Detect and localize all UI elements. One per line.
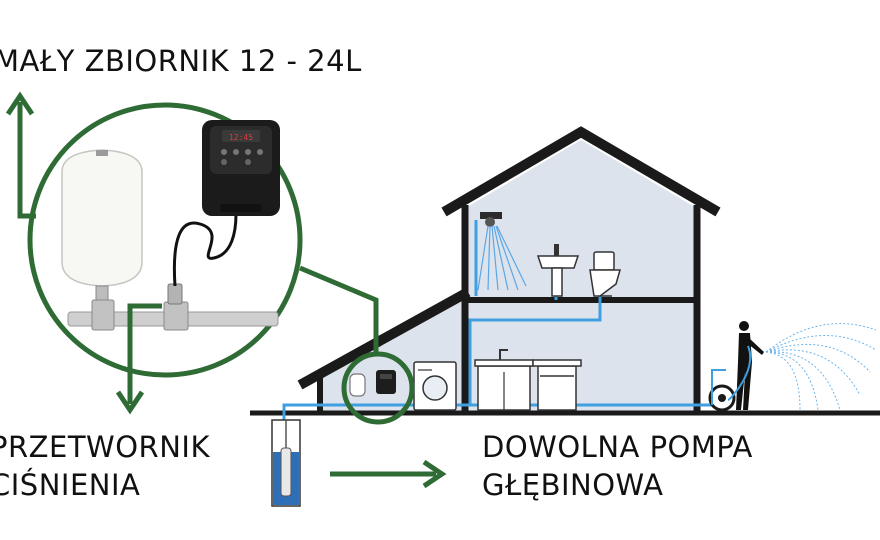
well (271, 419, 301, 507)
person-watering (727, 321, 764, 410)
tank-label-text: MAŁY ZBIORNIK 12 - 24L (0, 44, 362, 78)
pipe-assembly (67, 283, 279, 331)
kitchen-sink-cabinet (474, 349, 534, 411)
arrow-to-pump-label (330, 459, 447, 489)
arrow-to-transducer-label (115, 303, 162, 415)
transducer-label: PRZETWORNIK CIŚNIENIA (0, 428, 210, 504)
pump-label: DOWOLNA POMPA GŁĘBINOWA (482, 428, 753, 504)
pipe-from-well (282, 403, 345, 420)
transducer-label-line2: CIŚNIENIA (0, 468, 141, 502)
extension-roof (297, 287, 471, 390)
shower (477, 212, 527, 291)
house-upper-fill (462, 140, 700, 412)
controller-display-text: 12:45 (229, 133, 253, 142)
controller-device: 12:45 (202, 120, 280, 216)
toilet (589, 251, 621, 297)
washbasin (536, 244, 580, 297)
small-control-unit (349, 370, 396, 397)
washing-machine (413, 361, 457, 411)
arrow-to-tank-label (5, 91, 36, 219)
transducer-label-line1: PRZETWORNIK (0, 430, 210, 464)
pressure-transducer-cable (172, 213, 238, 287)
dishwasher (532, 359, 582, 411)
zoom-connector (299, 265, 379, 356)
pump-label-line2: GŁĘBINOWA (482, 468, 664, 502)
pressure-tank (61, 149, 143, 305)
house-roof (441, 126, 721, 217)
pump-label-line1: DOWOLNA POMPA (482, 430, 753, 464)
tank-label: MAŁY ZBIORNIK 12 - 24L (0, 42, 362, 80)
hose-reel (708, 369, 736, 412)
water-spray (765, 323, 877, 411)
